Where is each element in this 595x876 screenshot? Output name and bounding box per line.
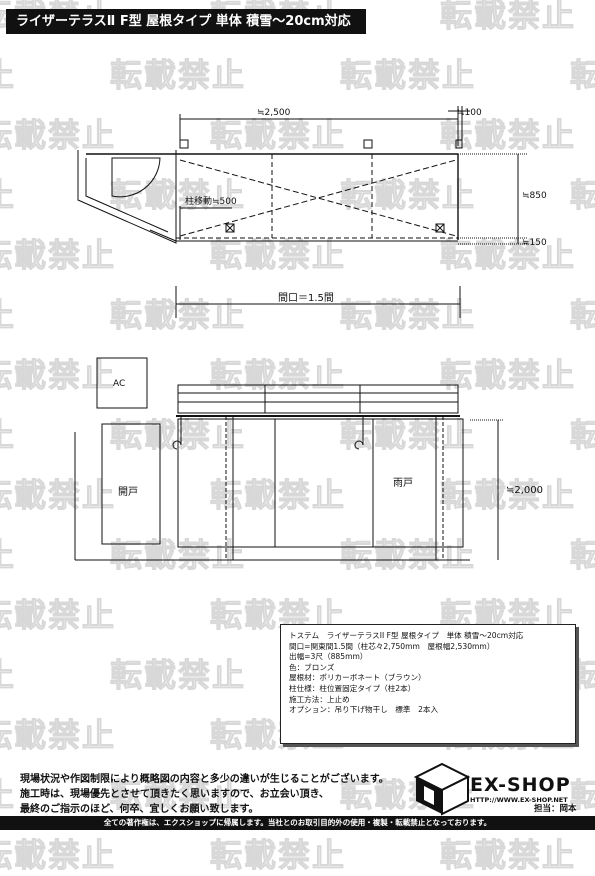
spec-line: 柱仕様：柱位置固定タイプ（柱2本） — [289, 683, 416, 693]
door-panel — [101, 423, 161, 545]
dim-width-label: ≒2,500 — [257, 108, 291, 118]
ac-label: AC — [113, 379, 125, 389]
watermark-text: 転載禁止 — [109, 536, 247, 575]
watermark-text: 転載禁止 — [569, 416, 595, 455]
page-title: ライザーテラスⅡ F型 屋根タイプ 単体 積雪～20cm対応 — [6, 9, 366, 34]
watermark-text: 転載禁止 — [209, 356, 347, 395]
watermark-text: 転載禁止 — [0, 476, 117, 515]
opening-label: 間口＝1.5間 — [278, 292, 334, 304]
watermark-text: 転載禁止 — [0, 410, 16, 456]
plan-view — [77, 106, 528, 318]
wall-bracket — [363, 139, 373, 149]
notes-block: 現場状況や作図制限により概略図の内容と多少の違いが生じることがございます。 施工… — [20, 772, 389, 817]
watermark-text: 転載禁止 — [339, 176, 477, 215]
spec-line: オプション：吊り下げ物干し 標準 2本入 — [289, 705, 439, 715]
spec-line: 施工方法：上止め — [289, 694, 350, 704]
watermark-text: 転載禁止 — [109, 56, 247, 95]
watermark-text: 転載禁止 — [109, 656, 247, 695]
watermark-text: 転載禁止 — [439, 0, 577, 35]
watermark-text: 転載禁止 — [569, 56, 595, 95]
watermark-text: 転載禁止 — [439, 356, 577, 395]
watermark-text: 転載禁止 — [569, 536, 595, 575]
note-line: 施工時は、現場優先とさせて頂きたく思いますので、お立会い頂き、 — [20, 789, 329, 800]
roof-gutter — [177, 392, 459, 414]
watermark-text: 転載禁止 — [109, 416, 247, 455]
house-wall-outline — [77, 150, 177, 244]
wall-bracket — [179, 139, 189, 149]
watermark-text: 転載禁止 — [339, 416, 477, 455]
watermark-text: 転載禁止 — [109, 776, 247, 815]
dim-edge-label: ≒100 — [457, 108, 482, 118]
roof-gutter-diag — [149, 229, 177, 242]
watermark-text: 転載禁止 — [0, 716, 117, 755]
post-right — [435, 223, 445, 233]
watermark-text: 転載禁止 — [0, 290, 16, 336]
watermark-text: 転載禁止 — [439, 476, 577, 515]
dim-depth-small-label: ≒150 — [522, 238, 547, 248]
door-swing — [111, 157, 161, 198]
door-label: 開戸 — [118, 486, 138, 498]
watermark-text: 転載禁止 — [0, 170, 16, 216]
brand-name: EX-SHOP — [470, 774, 571, 796]
elevation-view — [74, 357, 504, 561]
watermark-text: 転載禁止 — [0, 356, 117, 395]
watermark-text: 転載禁止 — [339, 536, 477, 575]
shutter-frame — [177, 418, 464, 548]
technical-drawing: ≒2,500 ≒100 ≒850 ≒150 柱移動≒500 間口＝1.5間 AC… — [74, 106, 547, 561]
wall-bracket — [455, 139, 463, 149]
watermark-text: 転載禁止 — [569, 176, 595, 215]
watermark-text: 転載禁止 — [339, 296, 477, 335]
spec-box: トステム ライザーテラスII F型 屋根タイプ 単体 積雪～20cm対応 間口=… — [280, 624, 576, 744]
watermark-text: 転載禁止 — [209, 116, 347, 155]
watermark-text: 転載禁止 — [0, 770, 16, 816]
watermark-text: 転載禁止 — [0, 596, 117, 635]
watermark-text: 転載禁止 — [0, 530, 16, 576]
watermark-text: 転載禁止 — [0, 116, 117, 155]
post-move-label: 柱移動≒500 — [185, 195, 237, 207]
spec-line: 出幅=3尺（885mm） — [289, 652, 368, 662]
brace-line-1 — [179, 159, 457, 237]
spec-line: 間口=関東間1.5間（柱芯々2,750mm 屋根幅2,530mm） — [289, 641, 495, 651]
watermark-text: 転載禁止 — [569, 776, 595, 815]
ex-shop-cube-logo — [413, 762, 471, 816]
shutter-label: 雨戸 — [393, 477, 413, 489]
watermark-text: 転載禁止 — [0, 236, 117, 275]
spec-line: 色：ブロンズ — [289, 662, 335, 672]
brace-line-2 — [179, 159, 457, 237]
ac-unit — [96, 357, 148, 409]
watermark-text: 転載禁止 — [569, 296, 595, 335]
watermark-text: 転載禁止 — [0, 50, 16, 96]
watermark-text: 転載禁止 — [109, 296, 247, 335]
watermark-text: 転載禁止 — [439, 236, 577, 275]
post-left — [225, 223, 235, 233]
dim-height-label: ≒2,000 — [506, 485, 543, 496]
note-line: 現場状況や作図制限により概略図の内容と多少の違いが生じることがございます。 — [20, 774, 389, 785]
watermark-text: 転載禁止 — [339, 56, 477, 95]
person-in-charge: 担当：岡本 — [534, 804, 577, 814]
spec-line: トステム ライザーテラスII F型 屋根タイプ 単体 積雪～20cm対応 — [289, 631, 524, 640]
brand-url: HTTP://WWW.EX-SHOP.NET — [470, 796, 568, 804]
watermark-text: 転載禁止 — [209, 236, 347, 275]
spec-line: 屋根材：ポリカーボネート（ブラウン） — [289, 673, 426, 683]
roof-beam — [177, 384, 459, 394]
watermark-text: 転載禁止 — [209, 476, 347, 515]
copyright-footer: 全ての著作権は、エクスショップに帰属します。当社とのお取引目的外の使用・複製・転… — [0, 816, 595, 830]
dim-depth-label: ≒850 — [522, 191, 547, 201]
note-line: 最終のご指示のほど、何卒、宜しくお願い致します。 — [20, 804, 259, 815]
house-wall-inner — [85, 158, 169, 233]
watermark-text: 転載禁止 — [0, 650, 16, 696]
